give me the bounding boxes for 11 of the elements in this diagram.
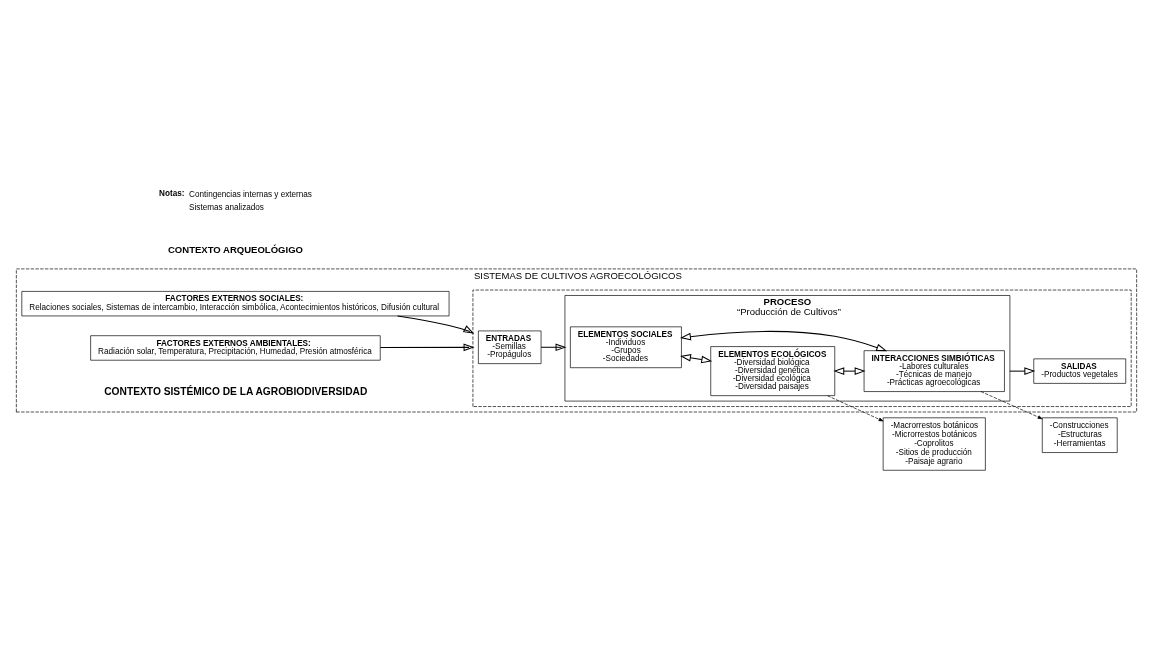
arrow: [680, 353, 713, 363]
label: CONTEXTO ARQUEOLÓGIGO: [167, 243, 304, 255]
arrow: [397, 314, 475, 334]
cluster: [472, 289, 1132, 407]
arrow: [833, 366, 866, 375]
node-label: CONTEXTO SISTÉMICO DE LA AGROBIODIVERSIDAD: [104, 385, 368, 397]
arrow: [827, 394, 884, 421]
arrow: [379, 343, 475, 351]
arrow: [1009, 366, 1036, 375]
arrow: [540, 342, 567, 351]
arrow: [680, 330, 888, 351]
